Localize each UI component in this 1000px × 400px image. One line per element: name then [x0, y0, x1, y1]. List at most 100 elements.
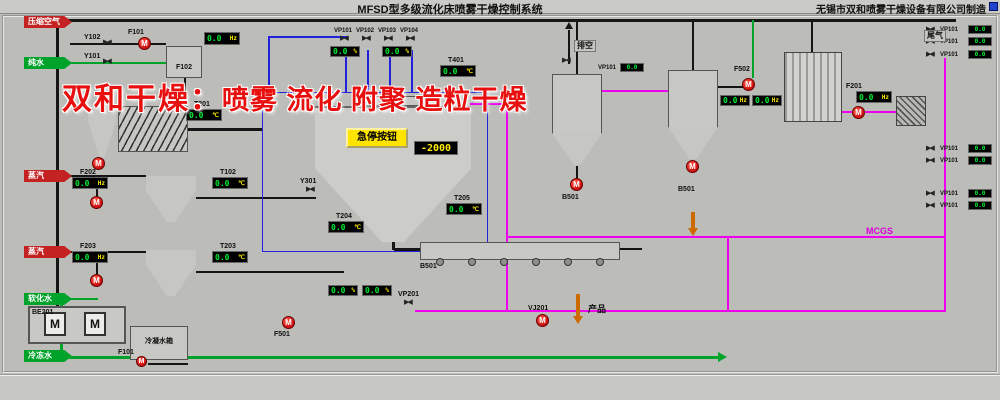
supply-steam-2: 蒸汽 — [24, 246, 72, 258]
display-r6: 0.0 — [968, 189, 992, 198]
tag-b501c: B501 — [420, 263, 437, 270]
pipe-blue — [367, 50, 369, 92]
tag-b501a: B501 — [562, 194, 579, 201]
tag-vp103: VP103 — [378, 28, 397, 34]
tag-exhaust: 尾气 — [924, 30, 946, 42]
tag-vp102: VP102 — [356, 28, 375, 34]
valve-vp101-icon[interactable]: ▶◀ — [340, 35, 349, 42]
pipe-vent — [568, 30, 570, 64]
pipe — [96, 253, 98, 277]
unit: ℃ — [238, 253, 245, 261]
valve-vp102-icon[interactable]: ▶◀ — [362, 35, 371, 42]
pump-vj201[interactable]: M — [536, 314, 549, 327]
display-r7: 0.0 — [968, 201, 992, 210]
pump-b501b[interactable]: M — [686, 160, 699, 173]
unit: % — [353, 48, 357, 55]
watermark-lead: 双和干燥： — [62, 83, 222, 116]
pump-bag-filter[interactable]: M — [92, 157, 105, 170]
pump-f501[interactable]: M — [282, 316, 295, 329]
unit: % — [385, 287, 389, 294]
pipe — [392, 240, 395, 250]
valve-vent-icon[interactable]: ▶◀ — [562, 57, 571, 64]
display-vp101b: 0.0 — [620, 63, 644, 72]
tag-product: 产品 — [588, 304, 607, 314]
value: 0.0 — [331, 222, 346, 232]
pump-f502[interactable]: M — [742, 78, 755, 91]
tag-vp101b: VP101 — [598, 65, 617, 71]
wheel-icon — [564, 258, 572, 266]
pipe-green — [752, 20, 754, 78]
feed-vessel-f102 — [166, 46, 202, 78]
valve-right-icon[interactable]: ▶◀ — [926, 26, 935, 33]
value: 0.0 — [755, 96, 770, 105]
value: 0.0 — [75, 178, 90, 188]
pipe-magenta — [506, 236, 946, 238]
pipe-blue — [268, 36, 348, 38]
valve-right-icon[interactable]: ▶◀ — [926, 51, 935, 58]
valve-vp201-icon[interactable]: ▶◀ — [404, 299, 413, 306]
value: -2000 — [420, 142, 452, 154]
tag-f501: F501 — [274, 331, 290, 338]
valve-y301-icon[interactable]: ▶◀ — [306, 186, 315, 193]
display-t201: 0.0℃ — [186, 109, 222, 121]
status-bar: 3 清洗等待状态 自动开始 自动停止 消报警音 喷 雾 CIP 喷雾设置 清洗设… — [0, 374, 1000, 400]
supply-compressed-air: 压缩空气 — [24, 16, 72, 28]
pipe-blue — [389, 50, 391, 92]
unit: ℃ — [212, 111, 219, 119]
pipe-magenta — [842, 111, 896, 113]
tag-f203: F203 — [80, 243, 96, 250]
display-t205: 0.0℃ — [446, 203, 482, 215]
valve-right-icon[interactable]: ▶◀ — [926, 145, 935, 152]
pipe-product — [576, 294, 580, 316]
unit: Hz — [881, 93, 889, 101]
value: 0.0 — [974, 38, 986, 45]
estop-button[interactable]: 急停按钮 — [346, 128, 408, 148]
tag-t201: T201 — [194, 101, 210, 108]
window-button[interactable] — [989, 2, 998, 11]
valve-right-icon[interactable]: ▶◀ — [926, 190, 935, 197]
tag-f201: F201 — [846, 83, 862, 90]
pump-f201[interactable]: M — [852, 106, 865, 119]
unit: % — [405, 48, 409, 55]
tag-mcgs: MCGS — [866, 226, 893, 236]
title-bar: MFSD型多级流化床喷雾干燥控制系统 无锡市双和喷雾干燥设备有限公司制造 — [0, 0, 1000, 16]
display-r2: 0.0 — [968, 37, 992, 46]
pump-condensate[interactable]: M — [136, 356, 147, 367]
unit: Hz — [771, 97, 779, 104]
pipe — [188, 128, 262, 131]
valve-vp104-icon[interactable]: ▶◀ — [406, 35, 415, 42]
pipe-magenta — [944, 58, 946, 312]
valve-right-icon[interactable]: ▶◀ — [926, 202, 935, 209]
motor-2[interactable]: M — [84, 312, 106, 336]
pump-f101[interactable]: M — [138, 37, 151, 50]
tag-vp201: VP201 — [398, 291, 420, 298]
pipe-blue — [345, 50, 347, 92]
cyclone-tank-2 — [668, 70, 718, 128]
motor-1[interactable]: M — [44, 312, 66, 336]
display-t401: 0.0℃ — [440, 65, 476, 77]
tag-t205: T205 — [454, 195, 470, 202]
valve-y101-icon[interactable]: ▶◀ — [103, 58, 112, 65]
value: 0.0 — [215, 178, 230, 188]
tag-vent: 排空 — [574, 40, 596, 52]
pipe-air — [70, 43, 166, 45]
watermark-rest: 喷雾 流化 附聚 造粒干燥 — [222, 85, 528, 115]
value: 0.0 — [365, 286, 380, 295]
unit: ℃ — [472, 205, 479, 213]
tag-vj201: VJ201 — [528, 305, 549, 312]
pipe — [196, 197, 316, 199]
pump-b501a[interactable]: M — [570, 178, 583, 191]
valve-vp103-icon[interactable]: ▶◀ — [384, 35, 393, 42]
tag-f202: F202 — [80, 169, 96, 176]
valve-y102-icon[interactable]: ▶◀ — [103, 39, 112, 46]
pump-f203[interactable]: M — [90, 274, 103, 287]
unit: Hz — [229, 35, 237, 42]
pump-f202[interactable]: M — [90, 196, 103, 209]
pipe-steam2 — [70, 251, 146, 253]
blue-enclosure — [262, 92, 488, 252]
display-t102: 0.0℃ — [212, 177, 248, 189]
value: 0.0 — [974, 157, 986, 164]
valve-right-icon[interactable]: ▶◀ — [926, 157, 935, 164]
product-arrow-icon — [573, 316, 583, 324]
tag-t102: T102 — [220, 169, 236, 176]
